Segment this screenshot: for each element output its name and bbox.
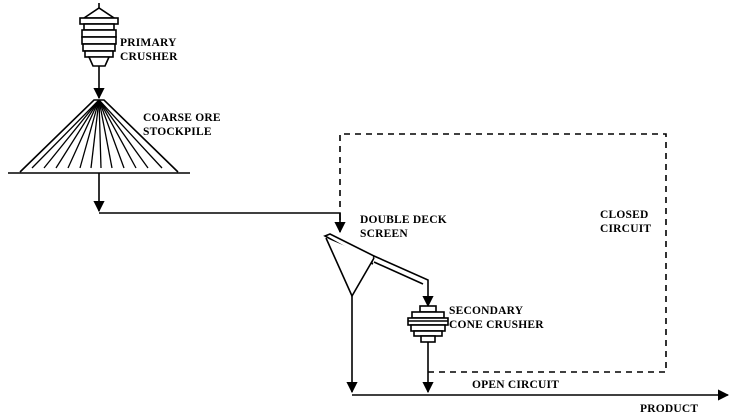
stockpile-label-line2: STOCKPILE — [143, 126, 212, 138]
coarse-ore-stockpile-label: COARSE ORE STOCKPILE — [143, 111, 221, 139]
screen-label-line1: DOUBLE DECK — [360, 214, 447, 226]
primary-crusher-label-line1: PRIMARY — [120, 37, 177, 49]
secondary-cone-crusher-label: SECONDARY CONE CRUSHER — [449, 304, 544, 332]
open-circuit-label: OPEN CIRCUIT — [472, 379, 560, 391]
stockpile-icon — [19, 99, 179, 173]
primary-crusher-label-line2: CRUSHER — [120, 51, 178, 63]
double-deck-screen-icon — [323, 233, 429, 298]
closed-circuit-label-line2: CIRCUIT — [600, 223, 652, 235]
closed-circuit-label-line1: CLOSED — [600, 209, 649, 221]
product-label: PRODUCT — [640, 403, 699, 415]
cone-crusher-label-line1: SECONDARY — [449, 305, 524, 317]
closed-circuit-label: CLOSED CIRCUIT — [600, 208, 651, 236]
closed-circuit-return-line — [339, 133, 667, 373]
cone-crusher-label-line2: CONE CRUSHER — [449, 319, 544, 331]
primary-crusher-icon — [79, 3, 119, 72]
primary-crusher-label: PRIMARY CRUSHER — [120, 36, 178, 64]
double-deck-screen-label: DOUBLE DECK SCREEN — [360, 213, 447, 241]
screen-label-line2: SCREEN — [360, 228, 408, 240]
stockpile-label-line1: COARSE ORE — [143, 112, 221, 124]
cone-crusher-icon — [407, 305, 449, 343]
feed-conveyor-line — [99, 212, 341, 220]
